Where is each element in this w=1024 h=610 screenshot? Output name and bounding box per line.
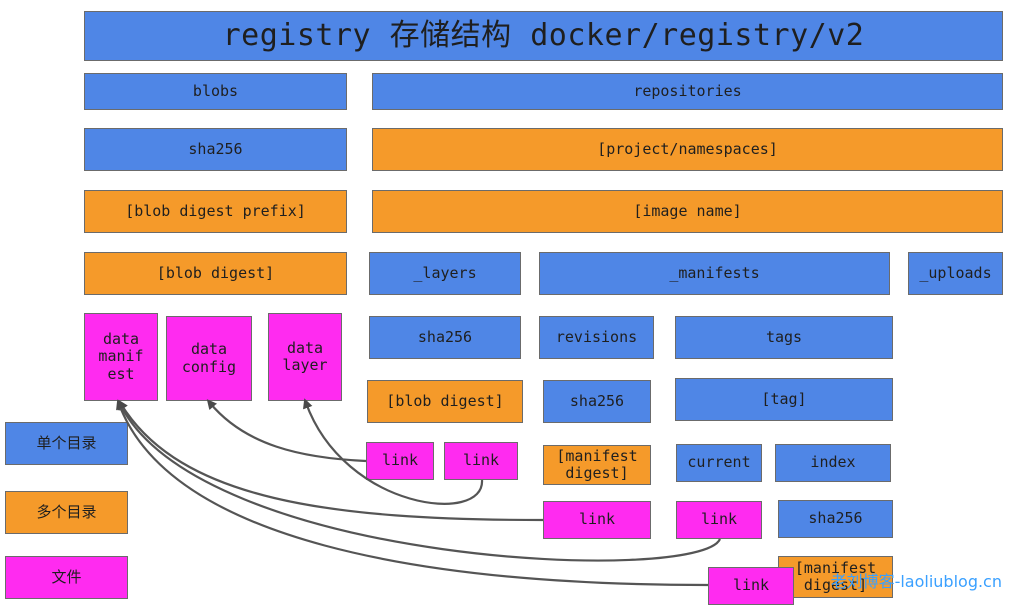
arrow-link-config-to-data-config [206, 399, 367, 463]
node-tags: tags [675, 316, 893, 359]
file-data-layer: data layer [268, 313, 342, 401]
watermark: 老刘博客-laoliublog.cn [830, 572, 1002, 591]
node-blobs: blobs [84, 73, 347, 110]
file-link-current: link [676, 501, 762, 539]
file-link-config: link [366, 442, 434, 480]
file-data-manifest: data manif est [84, 313, 158, 401]
node-index-sha256: sha256 [778, 500, 893, 538]
arrow-link-layer-to-data-layer [303, 398, 484, 505]
file-link-layer: link [444, 442, 518, 480]
diagram-title: registry 存储结构 docker/registry/v2 [84, 11, 1003, 61]
node-blob-digest-prefix: [blob digest prefix] [84, 190, 347, 233]
legend-file: 文件 [5, 556, 128, 599]
node-repositories: repositories [372, 73, 1003, 110]
arrow-link-index-to-data-manifest [116, 399, 709, 587]
node-layers-blob-digest: [blob digest] [367, 380, 523, 423]
node-revisions: revisions [539, 316, 654, 359]
node-project-namespaces: [project/namespaces] [372, 128, 1003, 171]
node-layers-sha256: sha256 [369, 316, 521, 359]
node-uploads: _uploads [908, 252, 1003, 295]
node-manifests: _manifests [539, 252, 890, 295]
node-layers: _layers [369, 252, 521, 295]
legend-multi-dir: 多个目录 [5, 491, 128, 534]
node-manifest-digest: [manifest digest] [543, 445, 651, 485]
file-link-index: link [708, 567, 794, 605]
node-blob-sha256: sha256 [84, 128, 347, 171]
node-revisions-sha256: sha256 [543, 380, 651, 423]
file-link-revision: link [543, 501, 651, 539]
file-data-config: data config [166, 316, 252, 401]
node-tag: [tag] [675, 378, 893, 421]
node-index-manifest-digest: [manifest digest] [778, 556, 893, 598]
arrow-link-revision-to-data-manifest [118, 399, 544, 522]
arrow-link-current-to-data-manifest [117, 399, 722, 562]
node-current: current [676, 444, 762, 482]
node-blob-digest: [blob digest] [84, 252, 347, 295]
node-image-name: [image name] [372, 190, 1003, 233]
node-index: index [775, 444, 891, 482]
legend-single-dir: 单个目录 [5, 422, 128, 465]
